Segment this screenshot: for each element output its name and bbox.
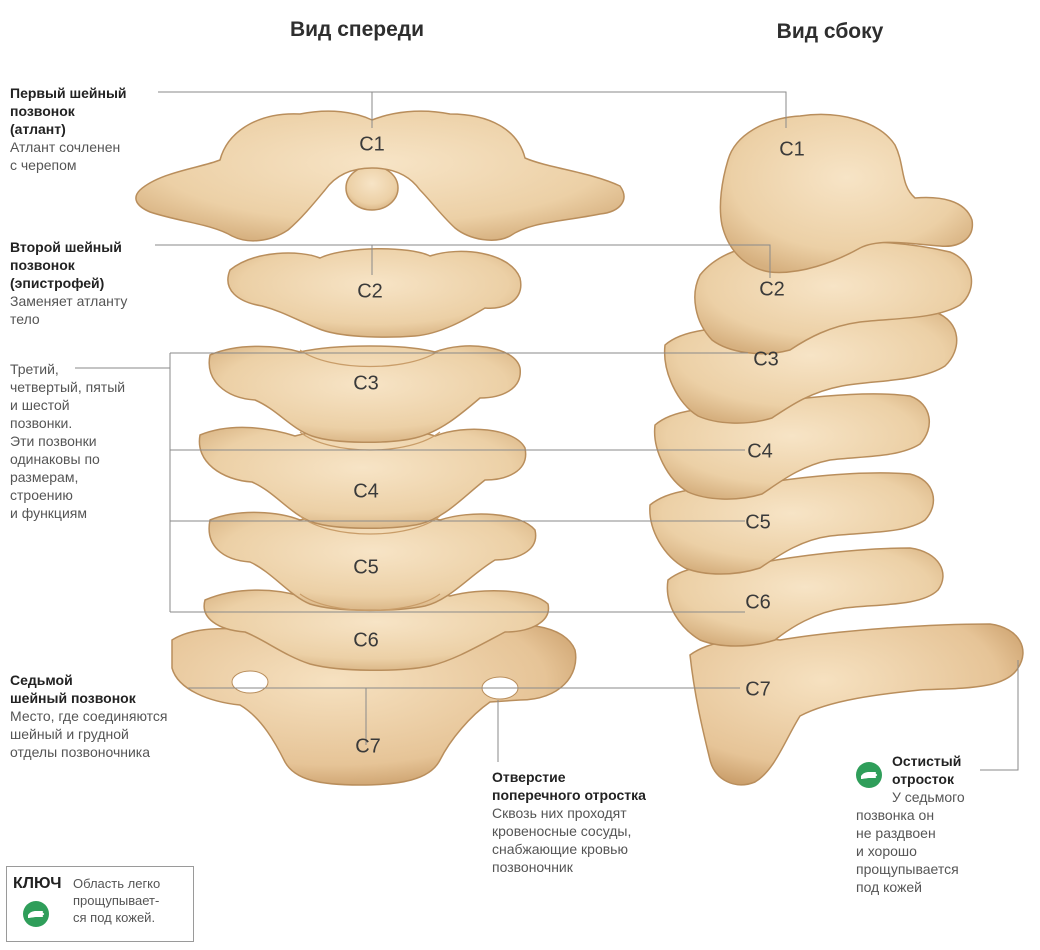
annotation-c3c6-text-7: размерам,: [10, 469, 79, 485]
annotation-c7-heading-1: Седьмой: [10, 672, 73, 688]
annotation-c3-c6: Третий, четвертый, пятый и шестой позвон…: [10, 360, 160, 522]
annotation-spinous-text-6: под кожей: [856, 879, 923, 895]
annotation-c3c6-text-3: и шестой: [10, 397, 70, 413]
annotation-c2-heading-2: позвонок: [10, 257, 75, 273]
annotation-foramen-heading-1: Отверстие: [492, 769, 566, 785]
side-label-c6: C6: [745, 591, 771, 614]
annotation-c1-heading-3: (атлант): [10, 121, 66, 137]
hand-icon: [23, 901, 49, 927]
annotation-c7-heading-2: шейный позвонок: [10, 690, 136, 706]
annotation-spinous-heading-1: Остистый: [892, 753, 962, 769]
front-label-c4: C4: [353, 480, 379, 503]
leader-c2-side: [372, 244, 771, 278]
annotation-c1: Первый шейный позвонок (атлант) Атлант с…: [10, 84, 160, 174]
side-label-c1: C1: [779, 138, 805, 161]
annotation-spinous-heading-2: отросток: [892, 771, 954, 787]
front-c7-foramen-left: [231, 670, 269, 694]
annotation-foramen-text-1: Сквозь них проходят: [492, 805, 627, 821]
annotation-foramen-heading-2: поперечного отростка: [492, 787, 646, 803]
annotation-c7-text-1: Место, где соединяются: [10, 708, 168, 724]
key-title: КЛЮЧ: [13, 875, 62, 892]
annotation-spinous-text-3: не раздвоен: [856, 825, 936, 841]
front-label-c3: C3: [353, 372, 379, 395]
annotation-spinous-text-4: и хорошо: [856, 843, 917, 859]
front-label-c2: C2: [357, 280, 383, 303]
side-label-c2: C2: [759, 278, 785, 301]
annotation-c3c6-text-1: Третий,: [10, 361, 59, 377]
key-legend: КЛЮЧ Область легко прощупывает- ся под к…: [6, 866, 194, 942]
annotation-c2-heading-1: Второй шейный: [10, 239, 122, 255]
key-text-line-1: Область легко: [73, 876, 161, 891]
annotation-c3c6-text-4: позвонки.: [10, 415, 73, 431]
leader-c1-side: [372, 91, 787, 128]
side-view-title: Вид сбоку: [776, 20, 884, 43]
annotation-c7-text-3: отделы позвоночника: [10, 744, 151, 760]
annotation-c1-heading-1: Первый шейный: [10, 85, 127, 101]
front-label-c1: C1: [359, 133, 385, 156]
front-label-c6: C6: [353, 629, 379, 652]
side-label-c3: C3: [753, 348, 779, 371]
annotation-c2-text-2: тело: [10, 311, 40, 327]
side-label-c7: C7: [745, 678, 771, 701]
side-c7-shape: [689, 623, 1024, 786]
key-text-line-2: прощупывает-: [73, 893, 160, 908]
annotation-c3c6-text-8: строению: [10, 487, 73, 503]
front-label-c7: C7: [355, 735, 381, 758]
leader-lines: [75, 91, 1019, 771]
annotation-c3c6-text-9: и функциям: [10, 505, 87, 521]
front-c1-shape: [135, 110, 625, 242]
annotation-spinous: Остистый отросток У седьмого позвонка он…: [856, 752, 1006, 896]
annotation-foramen: Отверстие поперечного отростка Сквозь ни…: [492, 768, 692, 876]
side-label-c4: C4: [747, 440, 773, 463]
annotation-foramen-text-3: снабжающие кровью: [492, 841, 628, 857]
leader-spinous: [980, 660, 1019, 771]
side-view-spine: [649, 113, 1024, 786]
annotation-c1-text-2: с черепом: [10, 157, 77, 173]
annotation-c3c6-text-2: четвертый, пятый: [10, 379, 126, 395]
annotation-c3c6-text-5: Эти позвонки: [10, 433, 97, 449]
annotation-c2-heading-3: (эпистрофей): [10, 275, 105, 291]
side-label-c5: C5: [745, 511, 771, 534]
annotation-c7: Седьмой шейный позвонок Место, где соеди…: [10, 671, 210, 761]
annotation-foramen-text-2: кровеносные сосуды,: [492, 823, 632, 839]
front-spine-shadow: [299, 349, 441, 368]
side-c1-shape: [719, 113, 974, 274]
annotation-foramen-text-4: позвоночник: [492, 859, 573, 875]
front-view-spine: [135, 110, 625, 786]
annotation-c7-text-2: шейный и грудной: [10, 726, 129, 742]
key-text-line-3: ся под кожей.: [73, 910, 156, 925]
hand-icon: [856, 762, 882, 788]
annotation-c2-text-1: Заменяет атланту: [10, 293, 128, 309]
annotation-spinous-text-2: позвонка он: [856, 807, 935, 823]
annotation-spinous-text-1: У седьмого: [892, 789, 965, 805]
front-c2-dens: [345, 165, 399, 211]
front-c3-shape: [208, 345, 521, 444]
annotation-c2: Второй шейный позвонок (эпистрофей) Заме…: [10, 238, 160, 328]
annotation-c1-heading-2: позвонок: [10, 103, 75, 119]
annotation-c1-text-1: Атлант сочленен: [10, 139, 121, 155]
front-view-title: Вид спереди: [289, 18, 425, 41]
annotation-c3c6-text-6: одинаковы по: [10, 451, 100, 467]
front-spine-shadow: [299, 593, 441, 612]
annotation-spinous-text-5: прощупывается: [856, 861, 959, 877]
key-text: Область легко прощупывает- ся под кожей.: [73, 875, 189, 926]
front-label-c5: C5: [353, 556, 379, 579]
front-c2-shape: [227, 247, 522, 338]
front-spine-shadow: [299, 515, 441, 535]
